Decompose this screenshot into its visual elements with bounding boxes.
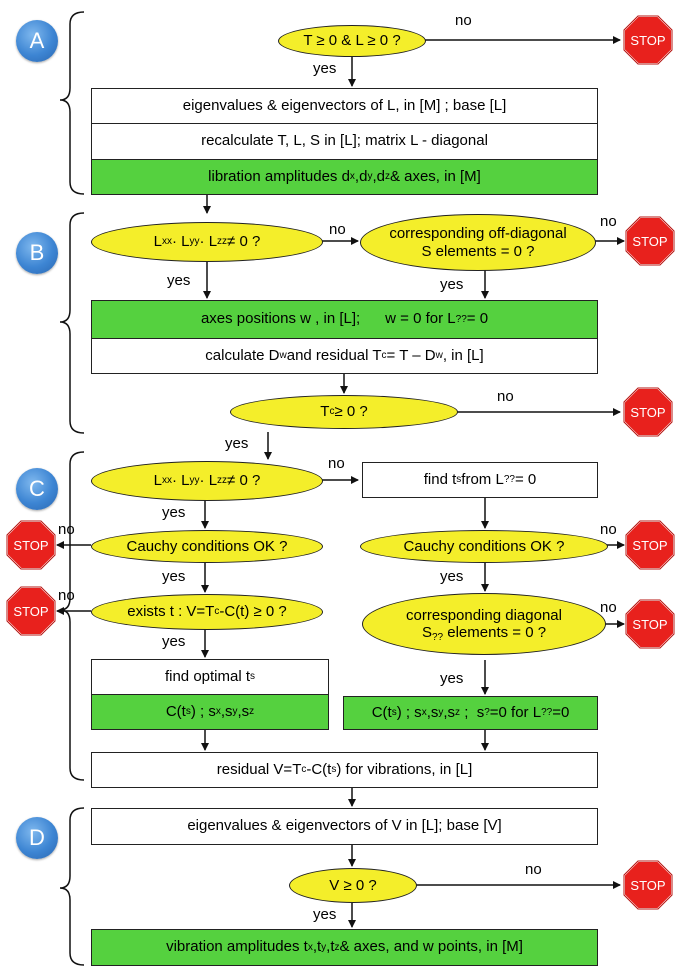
label-no: no <box>58 521 75 538</box>
decision-diagonal-s: corresponding diagonal S?? elements = 0 … <box>362 593 606 655</box>
octagon-icon <box>623 15 673 65</box>
label-yes: yes <box>313 60 337 77</box>
label-no: no <box>600 213 617 230</box>
decision-v-nonneg: V ≥ 0 ? <box>289 868 417 903</box>
label-no: no <box>328 455 345 472</box>
label-no: no <box>497 388 514 405</box>
octagon-icon <box>6 520 56 570</box>
box-recalculate: recalculate T, L, S in [L]; matrix L - d… <box>91 123 598 160</box>
stop-sign-c-left2: STOP <box>6 586 56 636</box>
decision-t-l-nonneg: T ≥ 0 & L ≥ 0 ? <box>278 25 426 57</box>
label-yes: yes <box>440 276 464 293</box>
stop-sign-c-right2: STOP <box>625 599 675 649</box>
octagon-icon <box>623 387 673 437</box>
brace-b <box>59 212 85 434</box>
label-no: no <box>329 221 346 238</box>
stop-sign-c-right1: STOP <box>625 520 675 570</box>
section-badge-c: C <box>16 468 58 510</box>
label-yes: yes <box>440 670 464 687</box>
octagon-icon <box>625 520 675 570</box>
box-eigen-l: eigenvalues & eigenvectors of L, in [M] … <box>91 88 598 124</box>
label-yes: yes <box>440 568 464 585</box>
box-eigen-v: eigenvalues & eigenvectors of V in [L]; … <box>91 808 598 845</box>
box-axes-positions: axes positions w , in [L]; w = 0 for L??… <box>91 300 598 339</box>
label-yes: yes <box>162 504 186 521</box>
stop-sign-d: STOP <box>623 860 673 910</box>
section-badge-b: B <box>16 232 58 274</box>
decision-cauchy-right: Cauchy conditions OK ? <box>360 530 608 563</box>
decision-cauchy-left: Cauchy conditions OK ? <box>91 530 323 563</box>
label-yes: yes <box>162 568 186 585</box>
label-no: no <box>600 599 617 616</box>
label-yes: yes <box>313 906 337 923</box>
octagon-icon <box>625 216 675 266</box>
octagon-icon <box>625 599 675 649</box>
stop-sign-a: STOP <box>623 15 673 65</box>
brace-a <box>59 11 85 195</box>
label-yes: yes <box>162 633 186 650</box>
label-no: no <box>525 861 542 878</box>
brace-d <box>59 807 85 966</box>
label-no: no <box>58 587 75 604</box>
label-no: no <box>600 521 617 538</box>
stop-sign-b1: STOP <box>625 216 675 266</box>
label-yes: yes <box>225 435 249 452</box>
brace-c <box>59 451 85 781</box>
stop-sign-c-left1: STOP <box>6 520 56 570</box>
octagon-icon <box>623 860 673 910</box>
label-yes: yes <box>167 272 191 289</box>
label-no: no <box>455 12 472 29</box>
section-badge-d: D <box>16 817 58 859</box>
stop-sign-b2: STOP <box>623 387 673 437</box>
octagon-icon <box>6 586 56 636</box>
section-badge-a: A <box>16 20 58 62</box>
